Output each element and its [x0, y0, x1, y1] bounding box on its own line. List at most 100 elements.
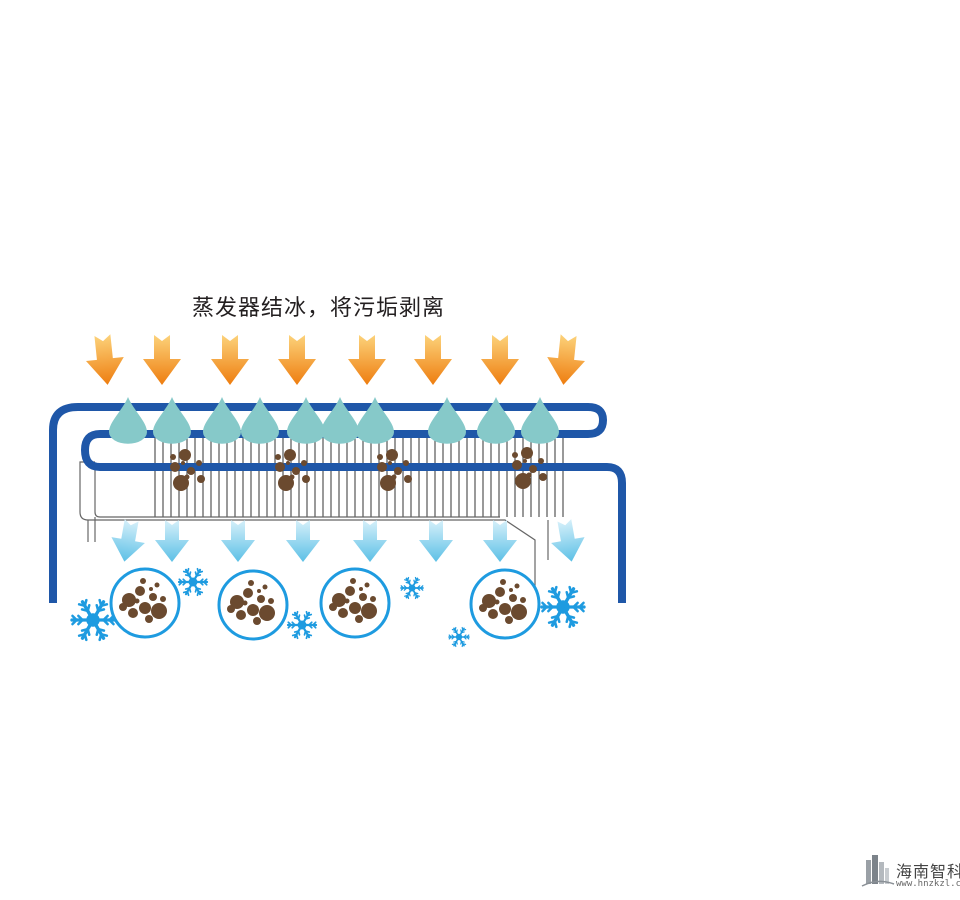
dirt-particle-icon — [160, 596, 166, 602]
dirt-bubbles — [109, 567, 541, 641]
dirt-particle-icon — [512, 460, 522, 470]
down-arrow-icon — [551, 519, 585, 562]
dirt-particle-icon — [514, 583, 520, 589]
dirt-particle-icon — [515, 473, 531, 489]
dirt-on-fins — [170, 447, 547, 491]
down-arrow-icon — [481, 335, 519, 385]
dirt-particle-icon — [511, 604, 527, 620]
dirt-particle-icon — [391, 474, 397, 480]
dirt-particle-icon — [253, 617, 261, 625]
water-drop-icon — [356, 397, 394, 444]
dirt-bubble — [109, 567, 181, 639]
dirt-particle-icon — [140, 578, 146, 584]
dirt-particle-icon — [257, 595, 265, 603]
dirt-particle-icon — [134, 598, 140, 604]
water-drop-icon — [287, 397, 325, 444]
dirt-particle-icon — [230, 595, 244, 609]
water-drops — [109, 397, 559, 444]
dirt-particle-icon — [170, 462, 180, 472]
dirt-particle-icon — [173, 475, 189, 491]
dirt-particle-icon — [170, 454, 176, 460]
dirt-particle-icon — [403, 460, 409, 466]
dirt-particle-icon — [302, 475, 310, 483]
down-arrow-icon — [211, 335, 249, 385]
dirt-particle-icon — [289, 474, 295, 480]
dirt-particle-icon — [184, 474, 190, 480]
down-arrow-icon — [547, 334, 586, 385]
dirt-particle-icon — [329, 603, 337, 611]
dirt-particle-icon — [227, 605, 235, 613]
dirt-particle-icon — [370, 596, 376, 602]
dirt-particle-icon — [154, 582, 160, 588]
dirt-particle-icon — [181, 461, 185, 465]
dirt-particle-icon — [509, 594, 517, 602]
dirt-particle-icon — [488, 609, 498, 619]
down-arrow-icon — [111, 519, 145, 562]
down-arrow-icon — [143, 335, 181, 385]
dirt-particle-icon — [139, 602, 151, 614]
dirt-particle-icon — [243, 588, 253, 598]
dirt-particle-icon — [523, 459, 527, 463]
dirt-particle-icon — [350, 578, 356, 584]
dirt-bubble — [217, 569, 289, 641]
dirt-particle-icon — [349, 602, 361, 614]
dirt-particle-icon — [495, 587, 505, 597]
dirt-particle-icon — [386, 449, 398, 461]
frame-line — [94, 470, 500, 518]
dirt-particle-icon — [338, 608, 348, 618]
dirt-bubble — [469, 568, 541, 640]
watermark-name: 海南智科 — [896, 862, 960, 881]
water-drop-icon — [477, 397, 515, 444]
dirt-particle-icon — [242, 600, 248, 606]
down-arrow-icon — [286, 520, 320, 562]
dirt-particle-icon — [521, 447, 533, 459]
watermark-url: www.hnzkzl.com — [896, 879, 960, 889]
dirt-particle-icon — [259, 605, 275, 621]
water-drop-icon — [521, 397, 559, 444]
dirt-particle-icon — [512, 452, 518, 458]
dirt-particle-icon — [119, 603, 127, 611]
dirt-particle-icon — [122, 593, 136, 607]
dirt-particle-icon — [538, 458, 544, 464]
dirt-particle-icon — [275, 462, 285, 472]
down-arrow-icon — [278, 335, 316, 385]
dirt-particle-icon — [520, 597, 526, 603]
water-drop-icon — [203, 397, 241, 444]
dirt-particle-icon — [388, 461, 392, 465]
dirt-particle-icon — [482, 594, 496, 608]
dirt-particle-icon — [359, 593, 367, 601]
snowflake-icon — [540, 585, 586, 629]
water-drop-icon — [241, 397, 279, 444]
dirt-particle-icon — [197, 475, 205, 483]
water-drop-icon — [428, 397, 466, 444]
down-arrow-icon — [348, 335, 386, 385]
dirt-particle-icon — [149, 593, 157, 601]
water-drop-icon — [153, 397, 191, 444]
watermark-logo-icon — [861, 855, 895, 887]
dirt-particle-icon — [301, 460, 307, 466]
dirt-particle-icon — [500, 579, 506, 585]
dirt-particle-icon — [494, 599, 500, 605]
dirt-particle-icon — [149, 587, 153, 591]
down-arrow-icon — [221, 520, 255, 562]
water-drop-icon — [321, 397, 359, 444]
dirt-particle-icon — [345, 586, 355, 596]
dirt-particle-icon — [344, 598, 350, 604]
down-arrow-icon — [155, 520, 189, 562]
snowflake-icon — [177, 567, 209, 597]
cold-air-arrows — [111, 519, 585, 562]
dirt-particle-icon — [529, 465, 537, 473]
snowflake-icon — [286, 610, 318, 640]
dirt-particle-icon — [505, 616, 513, 624]
down-arrow-icon — [419, 520, 453, 562]
dirt-particle-icon — [187, 467, 195, 475]
dirt-particle-icon — [278, 475, 294, 491]
dirt-particle-icon — [359, 587, 363, 591]
dirt-particle-icon — [248, 580, 254, 586]
dirt-particle-icon — [499, 603, 511, 615]
down-arrow-icon — [483, 520, 517, 562]
snowflake-icon — [400, 576, 424, 600]
dirt-particle-icon — [361, 603, 377, 619]
dirt-particle-icon — [247, 604, 259, 616]
